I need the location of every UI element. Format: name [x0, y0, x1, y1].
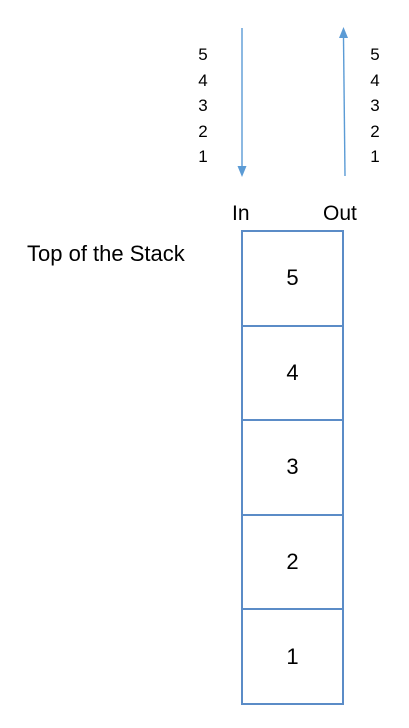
- pop-arrow-icon: [339, 27, 348, 177]
- out-sequence-item: 3: [370, 96, 380, 115]
- in-sequence-item: 5: [198, 45, 208, 64]
- in-label: In: [232, 202, 250, 225]
- top-of-stack-label: Top of the Stack: [27, 241, 185, 266]
- in-sequence-item: 4: [198, 70, 208, 90]
- out-sequence-item: 4: [370, 70, 380, 90]
- push-arrow-icon: [237, 28, 247, 177]
- stack-cell: 1: [243, 608, 342, 703]
- in-sequence-item: 2: [198, 121, 208, 141]
- stack-cell: 2: [243, 513, 342, 609]
- in-sequence-item: 1: [198, 147, 208, 166]
- stack-container: 5 4 3 2 1: [241, 230, 344, 705]
- out-sequence-item: 2: [370, 121, 380, 141]
- in-sequence-item: 3: [198, 96, 208, 115]
- out-sequence: 5 4 3 2 1: [365, 42, 385, 170]
- out-sequence-item: 5: [370, 45, 380, 64]
- stack-cell: 5: [286, 265, 299, 291]
- in-sequence: 5 4 3 2 1: [193, 42, 213, 170]
- stack-cell: 4: [243, 324, 342, 420]
- stack-cell: 3: [243, 419, 342, 514]
- out-sequence-item: 1: [370, 147, 380, 166]
- out-label: Out: [323, 202, 357, 225]
